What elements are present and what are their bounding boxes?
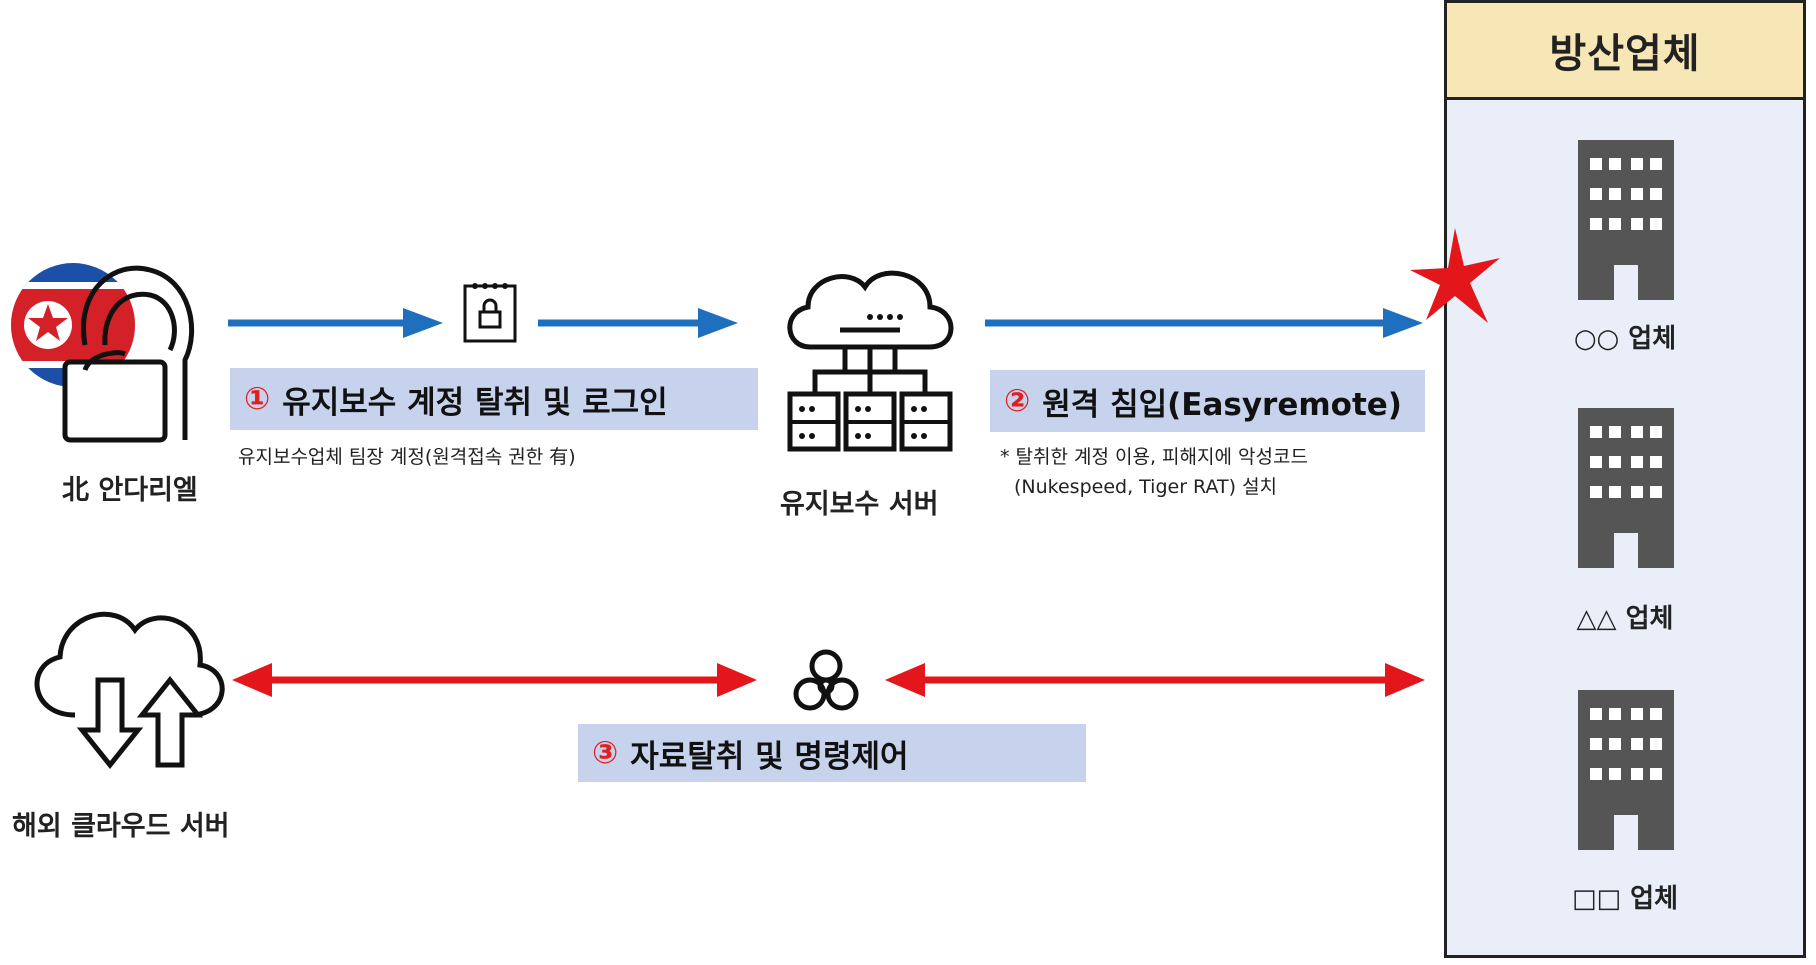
office-building-icon bbox=[1578, 140, 1674, 300]
red-double-arrow bbox=[232, 663, 757, 697]
step-3-label: 자료탈취 및 명령제어 bbox=[630, 738, 909, 775]
step-2-label: 원격 침입(Easyremote) bbox=[1042, 386, 1402, 423]
step-2-box: ② 원격 침입(Easyremote) bbox=[990, 370, 1425, 432]
hacker-with-laptop-icon bbox=[62, 265, 194, 443]
blue-arrow bbox=[985, 308, 1423, 338]
cloud-upload-download-icon bbox=[34, 611, 225, 770]
step-2-note-line-2: (Nukespeed, Tiger RAT) 설치 bbox=[1014, 476, 1278, 498]
blue-arrow bbox=[538, 308, 738, 338]
step-1-box: ① 유지보수 계정 탈취 및 로그인 bbox=[230, 368, 758, 430]
step-2-note-line-1: * 탈취한 계정 이용, 피해지에 악성코드 bbox=[1000, 446, 1308, 468]
biohazard-icon bbox=[793, 649, 859, 711]
step-1-label: 유지보수 계정 탈취 및 로그인 bbox=[282, 384, 668, 421]
step-3-number: ③ bbox=[592, 735, 619, 771]
office-building-icon bbox=[1578, 690, 1674, 850]
impact-star-icon bbox=[1410, 228, 1500, 323]
red-double-arrow bbox=[885, 663, 1425, 697]
step-1-number: ① bbox=[244, 381, 271, 417]
blue-arrow bbox=[228, 308, 443, 338]
step-3-box: ③ 자료탈취 및 명령제어 bbox=[578, 724, 1086, 782]
locked-notepad-icon bbox=[463, 283, 517, 343]
company-label-2: △△ 업체 bbox=[1576, 604, 1674, 634]
attacker-label: 北 안다리엘 bbox=[62, 475, 198, 506]
cloud-network-server-icon bbox=[787, 270, 954, 452]
panel-title: 방산업체 bbox=[1444, 0, 1806, 100]
company-label-1: ○○ 업체 bbox=[1573, 324, 1677, 354]
maintenance-server-label: 유지보수 서버 bbox=[780, 489, 939, 520]
cloud-server-label: 해외 클라우드 서버 bbox=[12, 811, 230, 842]
step-1-note: 유지보수업체 팀장 계정(원격접속 권한 有) bbox=[238, 446, 576, 468]
step-2-number: ② bbox=[1004, 383, 1031, 419]
company-label-3: □□ 업체 bbox=[1571, 884, 1679, 914]
office-building-icon bbox=[1578, 408, 1674, 568]
